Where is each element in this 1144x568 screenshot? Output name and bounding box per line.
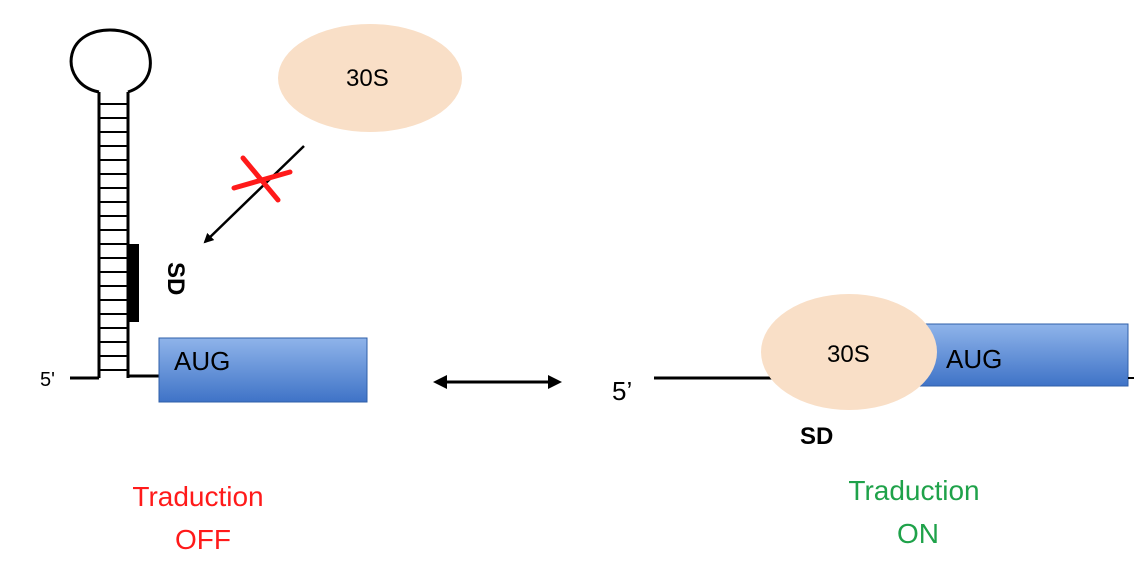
- left-30s-ribosome: [278, 24, 462, 132]
- right-aug-label: AUG: [946, 344, 1002, 374]
- left-sd-label: SD: [162, 262, 189, 295]
- blocked-binding-arrow: [203, 145, 305, 244]
- hairpin-loop: [69, 28, 152, 94]
- right-five-prime-label: 5’: [612, 376, 632, 406]
- left-five-prime-label: 5': [40, 369, 55, 391]
- right-aug-box: [919, 323, 1129, 387]
- right-30s-ribosome: [761, 294, 937, 410]
- left-30s-label: 30S: [346, 65, 389, 92]
- left-status-line2: OFF: [175, 524, 231, 555]
- left-aug-box: [158, 337, 368, 403]
- right-30s-label: 30S: [827, 341, 870, 368]
- left-status-line1: Traduction: [132, 481, 263, 512]
- stem-loop-hairpin: [69, 28, 160, 380]
- right-status-line1: Traduction: [848, 475, 979, 506]
- right-status-line2: ON: [897, 518, 939, 549]
- right-panel: 5’ 30S AUG SD Traduction ON: [612, 294, 1134, 549]
- sd-sequestered-block: [129, 244, 139, 322]
- left-aug-label: AUG: [174, 346, 230, 376]
- left-panel: 5' SD AUG 30S Traduction OFF: [40, 24, 462, 555]
- right-sd-label: SD: [800, 423, 833, 450]
- red-x-icon: [231, 155, 293, 203]
- hairpin-base-pairs: [99, 103, 128, 371]
